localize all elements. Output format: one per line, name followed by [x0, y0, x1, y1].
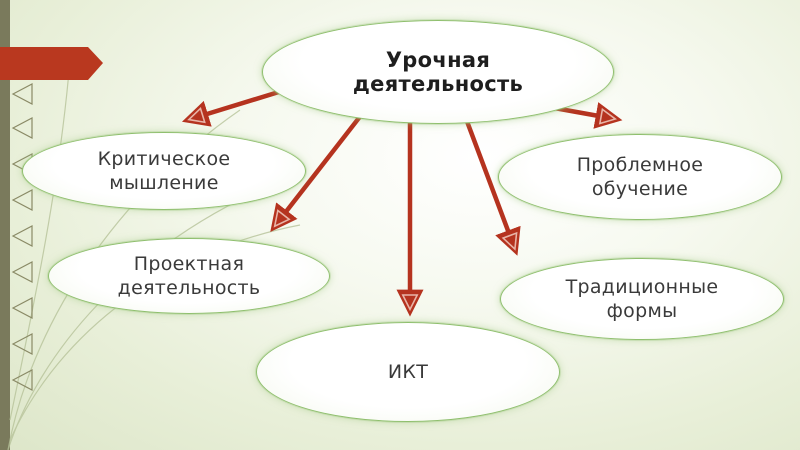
node-label: Критическое мышление	[97, 148, 231, 194]
node-label: Проектная деятельность	[117, 253, 261, 299]
header-ribbon	[0, 47, 103, 80]
arrow-to-traditional	[462, 115, 521, 256]
arrows	[181, 88, 623, 317]
node-label: Традиционные формы	[565, 276, 719, 322]
left-accent-bar	[0, 0, 10, 450]
node-label: Проблемное обучение	[576, 154, 704, 200]
triangle-ornaments	[11, 83, 33, 391]
node-kriticheskoe-myshlenie: Критическое мышление	[22, 132, 306, 210]
node-proektnaya-deyatelnost: Проектная деятельность	[48, 238, 330, 314]
node-traditsionnye-formy: Традиционные формы	[500, 258, 784, 340]
node-label: ИКТ	[387, 361, 429, 383]
node-problemnoe-obuchenie: Проблемное обучение	[498, 134, 782, 220]
node-label: Урочная деятельность	[352, 48, 524, 96]
arrow-to-project	[270, 112, 364, 232]
node-ikt: ИКТ	[256, 322, 560, 422]
arrow-to-critical	[181, 88, 283, 127]
node-urochnaya-deyatelnost: Урочная деятельность	[262, 20, 614, 124]
